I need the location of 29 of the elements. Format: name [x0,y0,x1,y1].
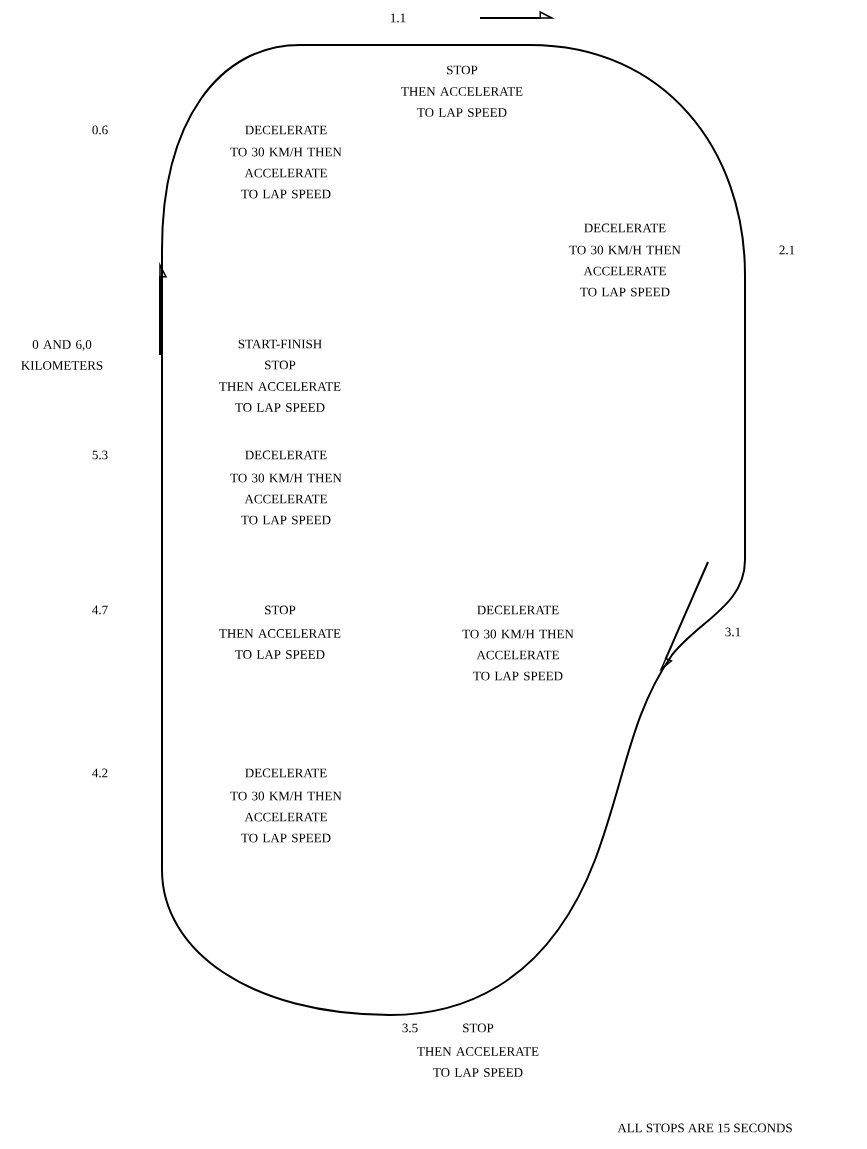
instruction-text: START-FINISH [238,339,322,349]
instruction-text: STOP [447,65,478,75]
distance-marker: 4.7 [92,605,108,615]
instruction-text: DECELERATE [245,450,327,460]
distance-marker: 4.2 [92,768,108,778]
instruction-text: TO 30 KM/H THEN ACCELERATE TO LAP SPEED [230,473,342,525]
distance-marker: 2.1 [779,245,795,255]
distance-marker: 3.5 [402,1023,418,1033]
distance-marker: 1.1 [391,13,406,23]
instruction-text: STOP [265,605,296,615]
note-text: ALL STOPS ARE 15 SECONDS [617,1123,792,1133]
instruction-text: TO 30 KM/H THEN ACCELERATE TO LAP SPEED [230,147,342,199]
distance-marker: 0 AND 6,0 KILOMETERS [21,340,103,370]
distance-marker: 3.1 [725,627,741,637]
instruction-text: DECELERATE [245,768,327,778]
instruction-text: DECELERATE [245,125,327,135]
instruction-text: TO 30 KM/H THEN ACCELERATE TO LAP SPEED [462,629,574,681]
instruction-text: DECELERATE [477,605,559,615]
instruction-text: DECELERATE [584,223,666,233]
distance-marker: 5.3 [92,450,108,460]
instruction-text: STOP [265,360,296,370]
instruction-text: THEN ACCELERATE TO LAP SPEED [417,1047,539,1077]
instruction-text: TO 30 KM/H THEN ACCELERATE TO LAP SPEED [230,791,342,843]
distance-marker: 0.6 [92,125,108,135]
instruction-text: THEN ACCELERATE TO LAP SPEED [219,629,341,659]
instruction-text: STOP [463,1023,494,1033]
instruction-text: TO 30 KM/H THEN ACCELERATE TO LAP SPEED [569,245,681,297]
instruction-text: THEN ACCELERATE TO LAP SPEED [219,382,341,412]
instruction-text: THEN ACCELERATE TO LAP SPEED [401,87,523,117]
